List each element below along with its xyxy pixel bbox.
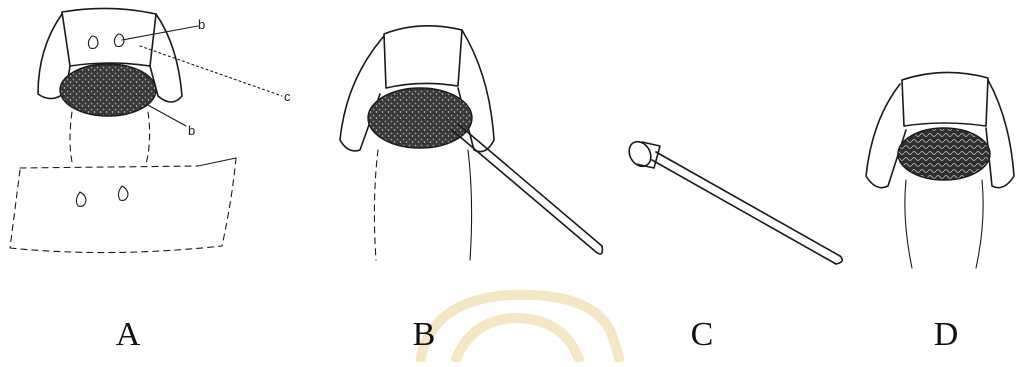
panel-label-c: C [691,318,714,352]
panel-c-drawing [625,138,842,264]
panel-d-drawing [866,72,1014,268]
callout-c: c [284,90,291,103]
watermark-seal [420,295,620,362]
panel-b-drawing [340,26,602,260]
callout-b-lower: b [188,124,195,137]
panel-label-d: D [934,318,959,352]
panel-label-b: B [413,318,436,352]
callout-b-upper: b [198,18,205,31]
panel-a-drawing [10,8,282,252]
panel-label-a: A [116,318,141,352]
